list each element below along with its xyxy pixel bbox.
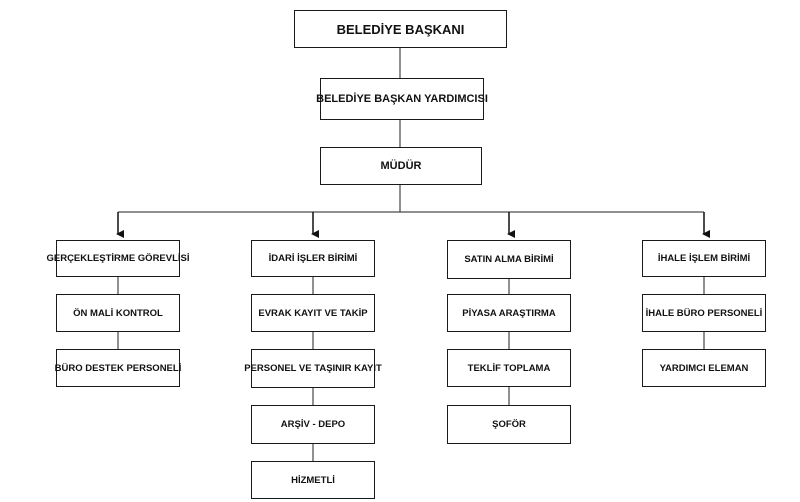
- node-col3-item-4: ŞOFÖR: [447, 405, 571, 444]
- node-col1-item-3: BÜRO DESTEK PERSONELİ: [54, 349, 182, 387]
- node-col2-item-2: EVRAK KAYIT VE TAKİP: [251, 294, 375, 332]
- node-col4-item-3: YARDIMCI ELEMAN: [642, 349, 766, 387]
- node-col4-item-1: İHALE İŞLEM BİRİMİ: [642, 240, 766, 277]
- node-label: MÜDÜR: [380, 160, 422, 172]
- node-label: İHALE İŞLEM BİRİMİ: [657, 253, 751, 264]
- node-label: HİZMETLİ: [291, 474, 335, 486]
- node-col4-item-2: İHALE BÜRO PERSONELİ: [642, 294, 766, 332]
- node-label: ŞOFÖR: [492, 419, 526, 430]
- node-label: PİYASA ARAŞTIRMA: [462, 307, 556, 319]
- node-label: EVRAK KAYIT VE TAKİP: [258, 307, 368, 319]
- node-col3-item-3: TEKLİF TOPLAMA: [447, 349, 571, 387]
- node-col1-item-2: ÖN MALİ KONTROL: [56, 294, 180, 332]
- node-label: GERÇEKLEŞTİRME GÖREVLİSİ: [46, 253, 190, 264]
- node-label: İDARİ İŞLER BİRİMİ: [268, 253, 358, 264]
- node-label: ÖN MALİ KONTROL: [73, 307, 163, 319]
- node-mudur: MÜDÜR: [320, 147, 482, 185]
- node-label: YARDIMCI ELEMAN: [659, 362, 749, 374]
- node-col2-item-4: ARŞİV - DEPO: [251, 405, 375, 444]
- node-baskan-yardimcisi: BELEDİYE BAŞKAN YARDIMCISI: [316, 78, 488, 120]
- node-label: BELEDİYE BAŞKANI: [336, 21, 465, 37]
- node-belediye-baskani: BELEDİYE BAŞKANI: [294, 10, 507, 48]
- node-label: PERSONEL VE TAŞINIR KAYIT: [244, 363, 382, 374]
- node-label: ARŞİV - DEPO: [280, 419, 346, 430]
- node-col2-item-5: HİZMETLİ: [251, 461, 375, 499]
- node-label: BÜRO DESTEK PERSONELİ: [54, 362, 182, 374]
- node-label: İHALE BÜRO PERSONELİ: [645, 307, 763, 319]
- node-label: SATIN ALMA BİRİMİ: [464, 254, 554, 265]
- node-col2-item-3: PERSONEL VE TAŞINIR KAYIT: [244, 349, 382, 388]
- node-col3-item-2: PİYASA ARAŞTIRMA: [447, 294, 571, 332]
- node-col1-item-1: GERÇEKLEŞTİRME GÖREVLİSİ: [46, 240, 190, 277]
- node-col3-item-1: SATIN ALMA BİRİMİ: [447, 240, 571, 279]
- node-col2-item-1: İDARİ İŞLER BİRİMİ: [251, 240, 375, 277]
- node-label: BELEDİYE BAŞKAN YARDIMCISI: [316, 93, 488, 105]
- node-label: TEKLİF TOPLAMA: [467, 362, 551, 374]
